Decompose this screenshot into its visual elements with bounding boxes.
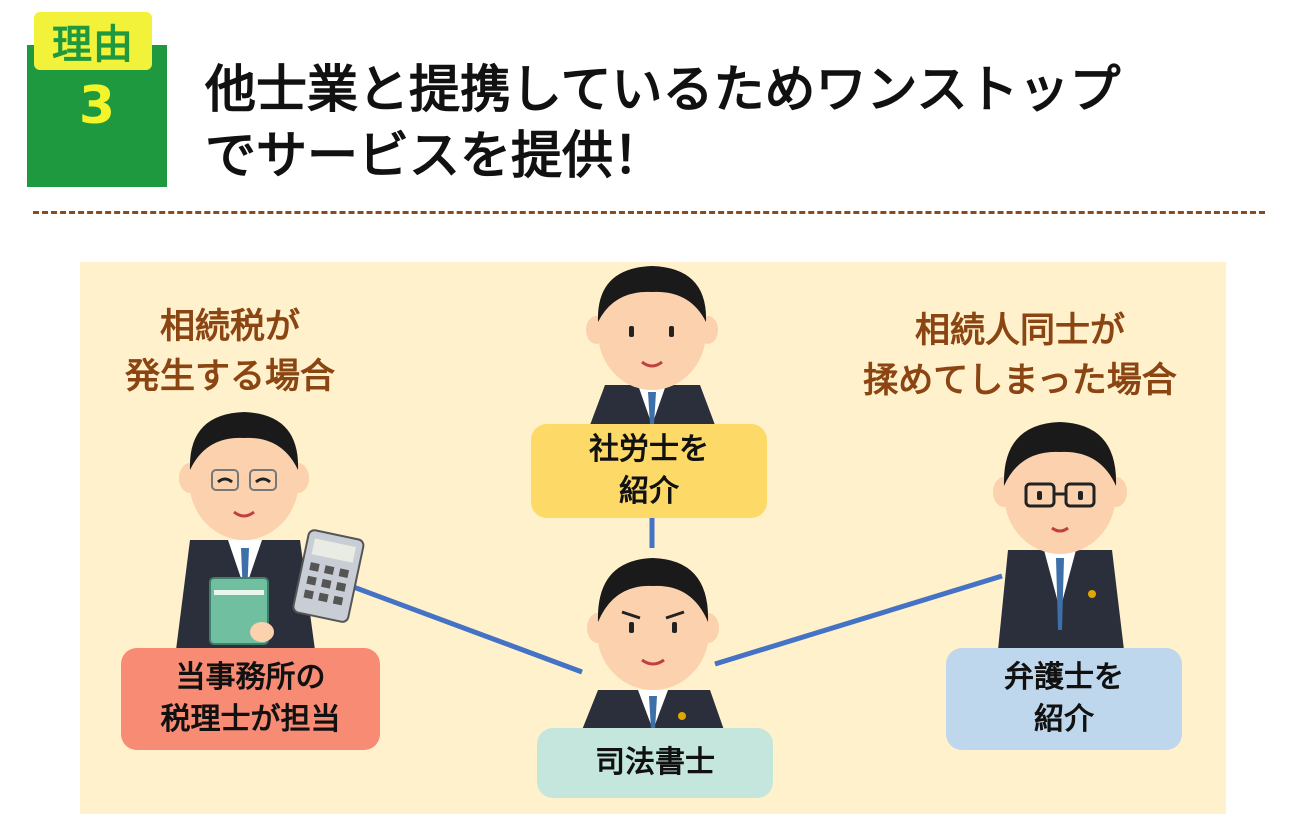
labor-box-line-2: 紹介 bbox=[619, 474, 679, 509]
tax-accountant-box: 当事務所の 税理士が担当 bbox=[121, 648, 380, 750]
lawyer-box-line-2: 紹介 bbox=[1034, 702, 1094, 737]
labor-consultant-person-icon bbox=[586, 266, 718, 425]
lawyer-person-icon bbox=[993, 422, 1127, 650]
judicial-scrivener-person-icon bbox=[582, 558, 724, 730]
tax-box-line-1: 当事務所の bbox=[175, 660, 326, 695]
dashed-divider bbox=[33, 211, 1265, 214]
scrivener-box-label: 司法書士 bbox=[595, 745, 715, 780]
left-case-heading: 相続税が 発生する場合 bbox=[80, 302, 380, 402]
headline-line-2: でサービスを提供！ bbox=[205, 127, 665, 186]
headline-line-1: 他士業と提携しているためワンストップ bbox=[205, 61, 1121, 120]
tax-box-line-2: 税理士が担当 bbox=[160, 702, 341, 737]
lawyer-box-line-1: 弁護士を bbox=[1004, 660, 1124, 695]
tax-accountant-person-icon bbox=[176, 412, 365, 650]
badge-number: 3 bbox=[78, 76, 116, 136]
labor-consultant-box: 社労士を 紹介 bbox=[531, 424, 767, 518]
right-case-line-1: 相続人同士が bbox=[914, 311, 1125, 351]
labor-box-line-1: 社労士を bbox=[589, 432, 709, 467]
right-case-heading: 相続人同士が 揉めてしまった場合 bbox=[810, 306, 1230, 406]
left-case-line-2: 発生する場合 bbox=[124, 357, 335, 397]
headline: 他士業と提携しているためワンストップ でサービスを提供！ bbox=[205, 58, 1285, 190]
calculator-icon bbox=[292, 529, 365, 623]
badge-label: 理由 bbox=[34, 12, 152, 70]
connector-line bbox=[714, 573, 1003, 667]
lawyer-box: 弁護士を 紹介 bbox=[946, 648, 1182, 750]
judicial-scrivener-box: 司法書士 bbox=[537, 728, 773, 798]
connector-line bbox=[339, 579, 583, 675]
right-case-line-2: 揉めてしまった場合 bbox=[863, 361, 1177, 401]
left-case-line-1: 相続税が bbox=[159, 307, 300, 347]
